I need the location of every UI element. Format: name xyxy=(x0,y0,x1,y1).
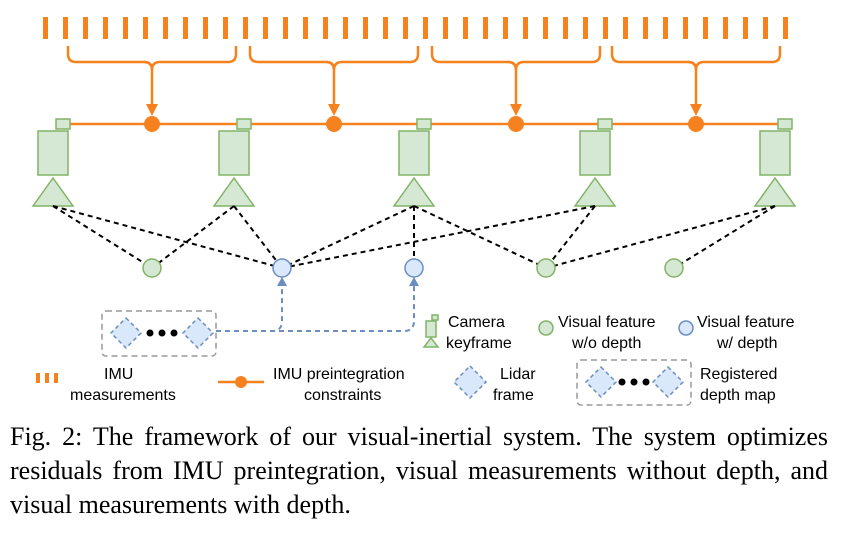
imu-brackets xyxy=(66,46,782,108)
depth-arrowheads xyxy=(277,277,419,286)
imu-measurement-tick xyxy=(563,17,568,39)
depth-association-arrows xyxy=(216,284,415,332)
legend-camera-keyframe-line1: Camera xyxy=(448,314,505,331)
imu-measurement-tick xyxy=(163,17,168,39)
imu-measurement-tick xyxy=(503,17,508,39)
imu-measurement-tick xyxy=(603,17,608,39)
imu-measurement-ticks xyxy=(43,17,788,39)
feature-no-depth-3 xyxy=(664,258,684,278)
preintegration-node-2 xyxy=(326,116,342,132)
imu-measurement-tick xyxy=(243,17,248,39)
imu-bracket-4 xyxy=(610,46,782,108)
imu-bracket-arrowheads xyxy=(146,104,702,116)
camera-keyframe-1 xyxy=(31,118,75,207)
legend-feature-depth-icon xyxy=(678,320,694,336)
imu-measurement-tick xyxy=(663,17,668,39)
imu-measurement-tick xyxy=(643,17,648,39)
imu-measurement-tick xyxy=(283,17,288,39)
preintegration-node-4 xyxy=(688,116,704,132)
imu-measurement-tick xyxy=(363,17,368,39)
camera-keyframe-4 xyxy=(573,118,617,207)
legend-feature-no-depth-line2: w/o depth xyxy=(571,335,641,352)
imu-measurement-tick xyxy=(263,17,268,39)
imu-measurement-tick xyxy=(183,17,188,39)
imu-measurement-tick xyxy=(143,17,148,39)
legend-lidar-frame-line2: frame xyxy=(493,387,534,404)
figure-caption: Fig. 2: The framework of our visual-iner… xyxy=(10,422,828,519)
camera-keyframe-2 xyxy=(212,118,256,207)
imu-measurement-tick xyxy=(383,17,388,39)
imu-measurement-tick xyxy=(743,17,748,39)
imu-measurement-tick xyxy=(403,17,408,39)
imu-measurement-tick xyxy=(343,17,348,39)
legend-registered-depth-map-icon xyxy=(576,359,692,406)
features-without-depth xyxy=(142,258,684,278)
feature-no-depth-2 xyxy=(536,258,556,278)
legend-camera-keyframe-icon xyxy=(422,314,440,348)
imu-measurement-tick xyxy=(583,17,588,39)
legend-imu-preintegration-icon xyxy=(218,376,264,388)
imu-bracket-3 xyxy=(430,46,602,108)
imu-measurement-tick xyxy=(483,17,488,39)
imu-measurement-tick xyxy=(683,17,688,39)
imu-measurement-tick xyxy=(203,17,208,39)
imu-measurement-tick xyxy=(103,17,108,39)
imu-bracket-1 xyxy=(66,46,238,108)
legend-registered-depth-map-line2: depth map xyxy=(700,387,776,404)
legend-registered-depth-map-line1: Registered xyxy=(700,366,777,383)
legend-imu-preintegration-line2: constraints xyxy=(304,387,381,404)
camera-keyframe-5 xyxy=(753,118,797,207)
legend-imu-preintegration-line1: IMU preintegration xyxy=(273,366,405,383)
features-with-depth xyxy=(272,258,424,278)
imu-bracket-2 xyxy=(248,46,420,108)
feature-depth-1 xyxy=(272,258,292,278)
imu-measurement-tick xyxy=(43,17,48,39)
camera-keyframe-3 xyxy=(392,118,436,207)
legend-imu-measurements-line1: IMU xyxy=(104,366,133,383)
imu-measurement-tick xyxy=(723,17,728,39)
imu-measurement-tick xyxy=(63,17,68,39)
legend-feature-no-depth-icon xyxy=(538,320,554,336)
observation-edges xyxy=(52,205,776,269)
registered-depth-map xyxy=(101,310,217,357)
imu-measurement-tick xyxy=(783,17,788,39)
imu-measurement-tick xyxy=(443,17,448,39)
legend-imu-measurements-icon xyxy=(36,373,58,383)
imu-measurement-tick xyxy=(83,17,88,39)
camera-keyframes xyxy=(31,118,797,207)
imu-measurement-tick xyxy=(303,17,308,39)
imu-preintegration-nodes xyxy=(144,116,704,132)
imu-measurement-tick xyxy=(703,17,708,39)
feature-no-depth-1 xyxy=(142,258,162,278)
legend-feature-depth-line1: Visual feature xyxy=(697,314,795,331)
imu-measurement-tick xyxy=(623,17,628,39)
legend-feature-no-depth-line1: Visual feature xyxy=(558,314,656,331)
legend-feature-depth-line2: w/ depth xyxy=(716,335,777,352)
preintegration-node-3 xyxy=(508,116,524,132)
imu-measurement-tick xyxy=(223,17,228,39)
legend-lidar-frame-icon xyxy=(452,364,488,400)
legend-lidar-frame-line1: Lidar xyxy=(500,366,536,383)
imu-measurement-tick xyxy=(463,17,468,39)
framework-diagram: Camera keyframe Visual feature w/o depth… xyxy=(31,17,797,406)
imu-measurement-tick xyxy=(423,17,428,39)
imu-measurement-tick xyxy=(523,17,528,39)
legend-imu-measurements-line2: measurements xyxy=(70,387,176,404)
legend-camera-keyframe-line2: keyframe xyxy=(446,335,512,352)
imu-measurement-tick xyxy=(543,17,548,39)
preintegration-node-1 xyxy=(144,116,160,132)
imu-measurement-tick xyxy=(763,17,768,39)
feature-depth-2 xyxy=(404,258,424,278)
imu-measurement-tick xyxy=(323,17,328,39)
imu-measurement-tick xyxy=(123,17,128,39)
